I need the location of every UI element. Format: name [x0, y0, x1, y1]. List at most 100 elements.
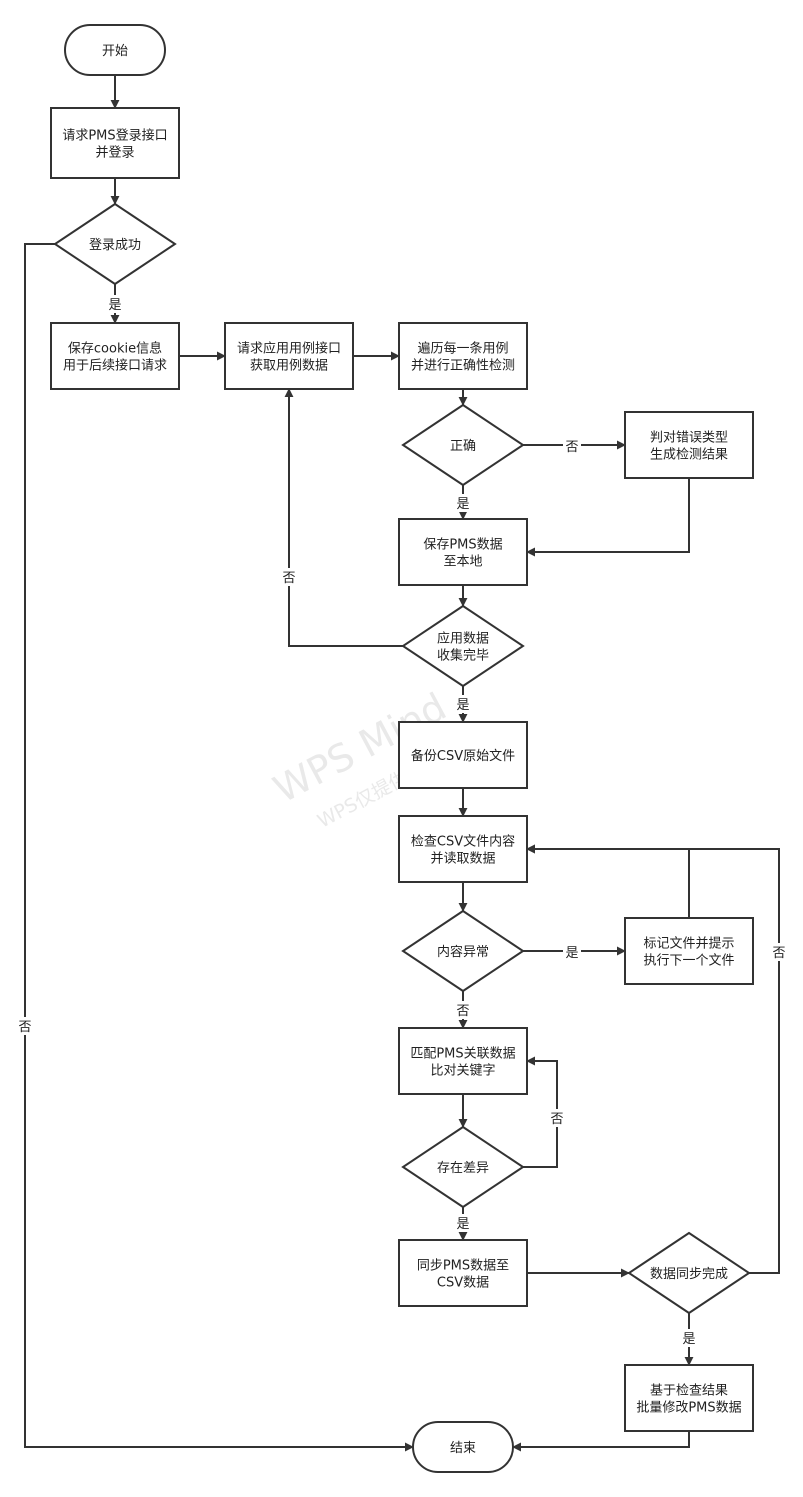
edge-collected-reqapp [284, 388, 403, 647]
edge-label-abnormal-no: 否 [456, 1004, 469, 1019]
edge-label-correct-yes: 是 [456, 497, 469, 512]
process-box [398, 1239, 528, 1307]
process-box [50, 107, 180, 179]
edge-label-sync-done-yes: 是 [682, 1332, 695, 1347]
terminal-shape [64, 24, 166, 76]
node-label: 正确 [450, 439, 476, 454]
process-box [398, 518, 528, 586]
process-box [624, 917, 754, 985]
node-label: 登录成功 [89, 238, 141, 253]
node-label: 批量修改PMS数据 [636, 1401, 741, 1416]
process-box [398, 322, 528, 390]
edge-label-sync-done-no: 否 [772, 946, 785, 961]
edge-markfile-checkcsv [526, 844, 690, 918]
node-abnormal: 内容异常 [401, 909, 525, 993]
edge-label-bg [454, 1214, 472, 1232]
process-box [624, 1364, 754, 1432]
node-label: 获取用例数据 [250, 359, 328, 374]
node-label: 检查CSV文件内容 [411, 834, 515, 850]
process-box [624, 411, 754, 479]
node-label: 请求应用用例接口 [237, 341, 341, 357]
node-label: 并登录 [95, 146, 134, 161]
edge-label-bg [454, 494, 472, 512]
node-label: 并读取数据 [430, 852, 495, 867]
node-label: 匹配PMS关联数据 [410, 1047, 515, 1062]
edge-label-bg [280, 568, 298, 586]
edge-label-bg [563, 437, 581, 455]
node-label: 标记文件并提示 [643, 936, 734, 952]
edge-label-login-fail: 否 [18, 1020, 31, 1035]
node-sync-done: 数据同步完成 [627, 1231, 751, 1315]
node-label: 备份CSV原始文件 [411, 748, 515, 764]
node-label: 内容异常 [437, 944, 489, 960]
node-label: 数据同步完成 [650, 1267, 728, 1282]
node-label: CSV数据 [437, 1276, 489, 1291]
edge-label-bg [548, 1109, 566, 1127]
decision-diamond [53, 202, 177, 286]
edge-label-abnormal-yes: 是 [565, 946, 578, 961]
node-label: 保存PMS数据 [423, 538, 502, 553]
process-box [398, 721, 528, 789]
decision-diamond [401, 909, 525, 993]
node-label: 至本地 [443, 555, 482, 570]
decision-diamond [401, 403, 525, 487]
edge-batch-end [512, 1431, 690, 1452]
edge-label-collected-no: 否 [282, 571, 295, 586]
node-label: 开始 [102, 44, 128, 59]
terminal-shape [412, 1421, 514, 1473]
node-sync: 同步PMS数据至 CSV数据 [398, 1239, 528, 1307]
edge-label-collected-yes: 是 [456, 698, 469, 713]
edge-label-correct-no: 否 [565, 440, 578, 455]
decision-diamond [401, 604, 525, 688]
edge-judgeerr-savepms [526, 478, 690, 557]
edge-label-bg [16, 1017, 34, 1035]
node-label: 遍历每一条用例 [417, 341, 508, 357]
process-box [398, 815, 528, 883]
node-label: 并进行正确性检测 [411, 359, 515, 374]
node-label: 比对关键字 [430, 1064, 495, 1079]
edge-label-login-yes: 是 [108, 298, 121, 313]
node-label: 应用数据 [437, 631, 489, 647]
node-label: 判对错误类型 [650, 431, 728, 446]
node-label: 收集完毕 [437, 648, 489, 664]
node-label: 同步PMS数据至 [417, 1259, 509, 1274]
node-start: 开始 [64, 24, 166, 76]
node-label: 结束 [450, 1441, 476, 1456]
nodes: 开始请求PMS登录接口并登录登录成功保存cookie信息用于后续接口请求请求应用… [50, 24, 754, 1473]
process-box [398, 1027, 528, 1095]
node-label: 生成检测结果 [650, 448, 728, 463]
edge-label-diff-yes: 是 [456, 1217, 469, 1232]
node-login-ok: 登录成功 [53, 202, 177, 286]
edge-label-bg [106, 295, 124, 313]
edge-label-bg [770, 943, 788, 961]
node-label: 存在差异 [437, 1161, 489, 1176]
edge-label-bg [454, 1001, 472, 1019]
edge-label-bg [454, 695, 472, 713]
decision-diamond [401, 1125, 525, 1209]
edge-label-bg [680, 1329, 698, 1347]
node-label: 基于检查结果 [650, 1384, 728, 1399]
node-diff: 存在差异 [401, 1125, 525, 1209]
edge-label-diff-no: 否 [550, 1112, 563, 1127]
process-box [224, 322, 354, 390]
edge-loginok-end [24, 243, 414, 1452]
process-box [50, 322, 180, 390]
node-backup: 备份CSV原始文件 [398, 721, 528, 789]
node-label: 请求PMS登录接口 [62, 128, 167, 144]
node-label: 用于后续接口请求 [63, 358, 167, 374]
decision-diamond [627, 1231, 751, 1315]
